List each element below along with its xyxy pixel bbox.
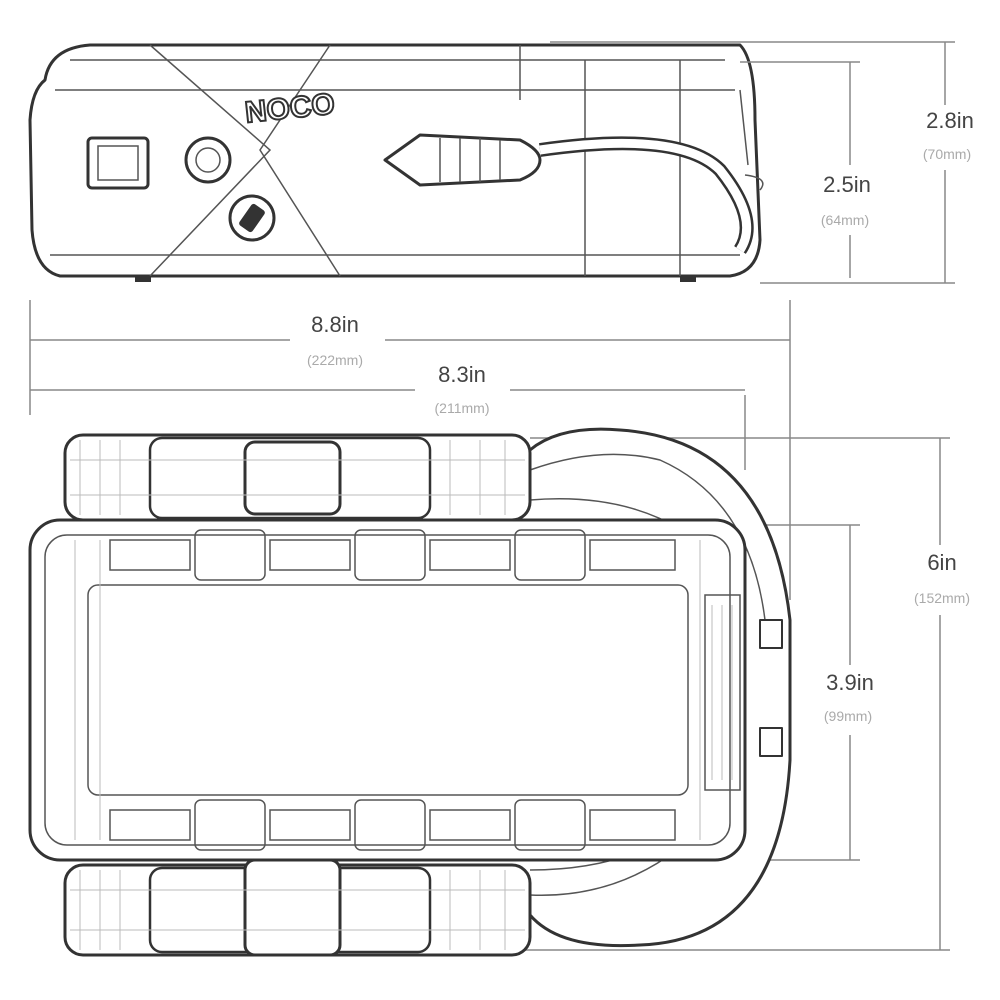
- total-length-inches: 8.8in: [311, 312, 359, 337]
- body-width-inches: 3.9in: [826, 670, 874, 695]
- total-height-mm: (70mm): [922, 146, 972, 162]
- body-length-inches: 8.3in: [438, 362, 486, 387]
- total-height-inches: 2.8in: [926, 108, 974, 133]
- body-height-inches: 2.5in: [823, 172, 871, 197]
- body-width-mm: (99mm): [823, 708, 873, 724]
- total-length-mm: (222mm): [306, 352, 364, 368]
- body-length-mm: (211mm): [434, 400, 490, 416]
- total-width-mm: (152mm): [913, 590, 971, 606]
- total-width-inches: 6in: [927, 550, 957, 575]
- top-view: [28, 427, 792, 957]
- body-height-mm: (64mm): [820, 212, 870, 228]
- side-view: [28, 43, 764, 282]
